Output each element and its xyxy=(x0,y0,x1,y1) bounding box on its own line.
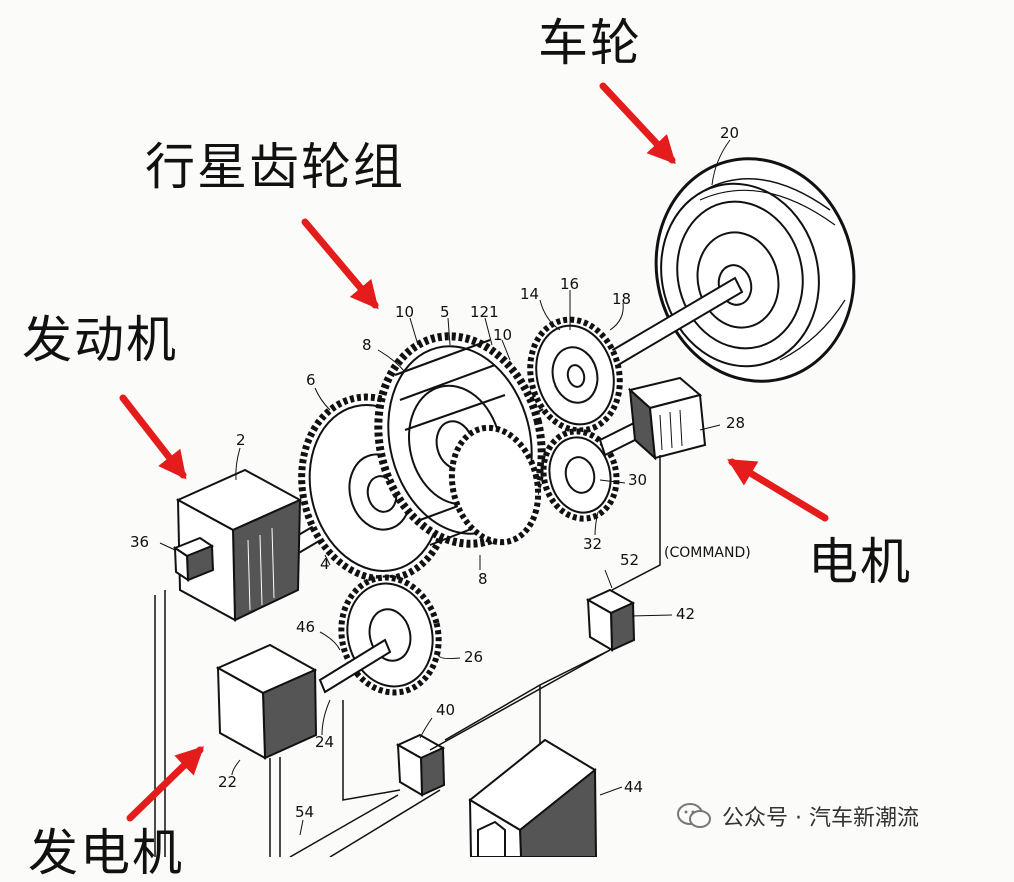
label-wheel: 车轮 xyxy=(538,14,642,72)
part-number-22: 22 xyxy=(218,773,238,791)
motor xyxy=(598,376,707,461)
part-number-121: 121 xyxy=(470,303,499,321)
gear-26 xyxy=(318,574,442,696)
command-label: (COMMAND) xyxy=(664,545,751,561)
arrow-to-engine xyxy=(119,394,187,480)
part-number-16: 16 xyxy=(560,275,580,293)
part-number-20: 20 xyxy=(720,124,740,142)
part-number-4: 4 xyxy=(320,555,330,573)
part-number-10-top: 10 xyxy=(395,303,415,321)
generator-block xyxy=(215,643,318,760)
label-motor: 电机 xyxy=(808,533,912,591)
patent-drawing xyxy=(119,82,856,857)
part-number-52: 52 xyxy=(620,551,640,569)
part-number-5: 5 xyxy=(440,303,450,321)
leader-lines xyxy=(159,139,731,836)
part-number-2: 2 xyxy=(236,431,246,449)
watermark: 公众号 · 汽车新潮流 xyxy=(676,800,919,832)
label-generator: 发电机 xyxy=(28,824,184,882)
planetary-gear-set xyxy=(374,332,546,548)
part-number-26: 26 xyxy=(464,648,484,666)
part-number-8-bottom: 8 xyxy=(478,570,488,588)
watermark-text: 公众号 · 汽车新潮流 xyxy=(722,806,919,831)
controller-42 xyxy=(585,588,636,652)
part-number-32: 32 xyxy=(583,535,603,553)
wiring xyxy=(154,455,661,857)
part-number-40: 40 xyxy=(436,701,456,719)
part-number-28: 28 xyxy=(726,414,746,432)
arrow-to-wheel xyxy=(599,82,676,165)
label-planetary-gear-set: 行星齿轮组 xyxy=(145,138,405,196)
red-arrows xyxy=(119,82,829,822)
part-number-42: 42 xyxy=(676,605,696,623)
controller-40 xyxy=(395,733,446,797)
gear-32 xyxy=(540,428,620,522)
component-36 xyxy=(172,536,215,582)
part-number-24: 24 xyxy=(315,733,335,751)
part-number-10-mid: 10 xyxy=(493,326,513,344)
battery-44 xyxy=(468,738,598,857)
part-number-8-top: 8 xyxy=(362,336,372,354)
part-number-6: 6 xyxy=(306,371,316,389)
part-number-46: 46 xyxy=(296,618,316,636)
part-number-54: 54 xyxy=(295,803,315,821)
engine-block xyxy=(175,468,303,622)
label-engine: 发动机 xyxy=(22,311,178,369)
arrow-to-motor xyxy=(727,458,829,522)
wheel xyxy=(654,157,856,383)
part-number-14: 14 xyxy=(520,285,540,303)
arrow-to-planetary xyxy=(301,218,379,310)
wechat-icon xyxy=(677,803,711,828)
part-number-44: 44 xyxy=(624,778,644,796)
gear-14-16 xyxy=(527,316,623,434)
part-number-30: 30 xyxy=(628,471,648,489)
arrow-to-generator xyxy=(126,746,205,822)
part-number-36: 36 xyxy=(130,533,150,551)
part-number-18: 18 xyxy=(612,290,632,308)
